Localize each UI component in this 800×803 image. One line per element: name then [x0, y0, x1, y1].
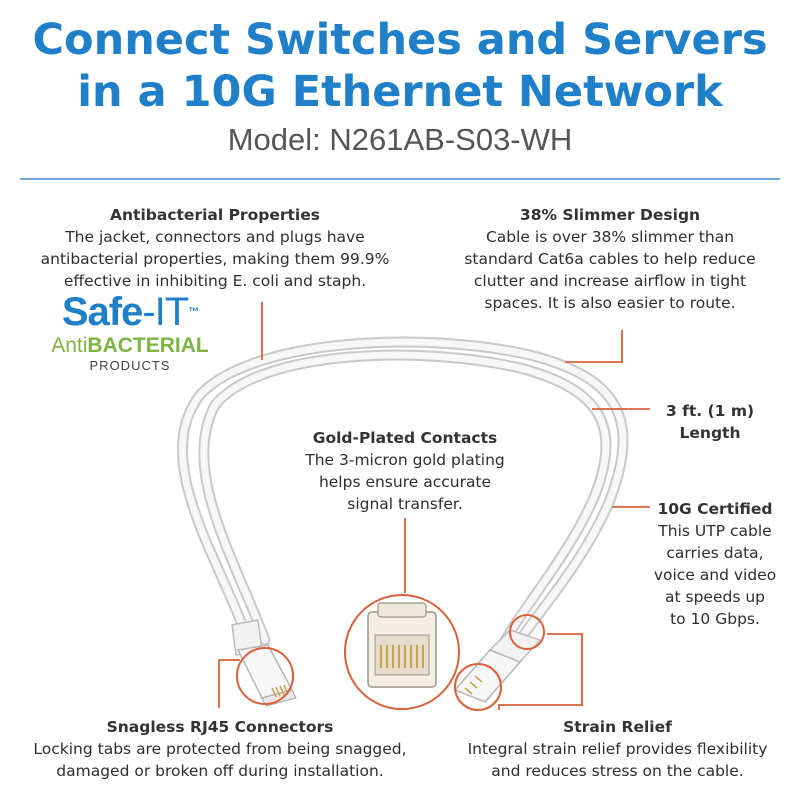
feature-antibacterial: Antibacterial Properties The jacket, con…	[20, 204, 410, 292]
length-label: Length	[679, 424, 741, 442]
snagless-heading: Snagless RJ45 Connectors	[106, 718, 334, 736]
antibacterial-line-2: antibacterial properties, making them 99…	[40, 250, 390, 268]
logo-antibacterial: AntiBACTERIAL	[40, 334, 220, 358]
logo-tm: ™	[188, 306, 199, 318]
certified-line-1: This UTP cable	[658, 522, 772, 540]
slimmer-line-3: clutter and increase airflow in tight	[473, 272, 747, 290]
snagless-circle	[236, 647, 294, 705]
certified-line-4: at speeds up	[665, 588, 765, 606]
certified-heading: 10G Certified	[657, 500, 773, 518]
logo-products: PRODUCTS	[89, 358, 171, 373]
callout-lines	[218, 302, 650, 710]
gold-contacts-detail	[344, 594, 460, 710]
slimmer-line-4: spaces. It is also easier to route.	[484, 294, 736, 312]
antibacterial-line-3: effective in inhibiting E. coli and stap…	[63, 272, 367, 290]
left-connector	[231, 619, 297, 707]
title-line-1: Connect Switches and Servers	[32, 15, 768, 65]
gold-heading: Gold-Plated Contacts	[312, 429, 498, 447]
antibacterial-heading: Antibacterial Properties	[110, 206, 320, 224]
logo-bacterial: BACTERIAL	[87, 334, 209, 357]
divider	[20, 178, 780, 180]
feature-10g-certified: 10G Certified This UTP cable carries dat…	[640, 498, 790, 630]
feature-strain-relief: Strain Relief Integral strain relief pro…	[445, 716, 790, 782]
safe-it-logo: Safe-IT™ AntiBACTERIAL PRODUCTS	[40, 290, 220, 373]
strain-line-1: Integral strain relief provides flexibil…	[467, 740, 768, 758]
certified-line-3: voice and video	[653, 566, 777, 584]
feature-snagless: Snagless RJ45 Connectors Locking tabs ar…	[10, 716, 430, 782]
gold-line-1: The 3-micron gold plating	[305, 451, 505, 469]
logo-safe: Safe	[61, 290, 143, 334]
slimmer-heading: 38% Slimmer Design	[519, 206, 701, 224]
strain-heading: Strain Relief	[563, 718, 672, 736]
logo-it: -IT	[142, 290, 189, 334]
title-line-2: in a 10G Ethernet Network	[77, 67, 723, 117]
length-value: 3 ft. (1 m)	[665, 402, 755, 420]
certified-line-2: carries data,	[666, 544, 764, 562]
logo-wordmark: Safe-IT™	[40, 290, 220, 334]
snagless-line-1: Locking tabs are protected from being sn…	[33, 740, 407, 758]
feature-slimmer: 38% Slimmer Design Cable is over 38% sli…	[440, 204, 780, 314]
gold-line-2: helps ensure accurate	[318, 473, 492, 491]
slimmer-line-2: standard Cat6a cables to help reduce	[464, 250, 756, 268]
cable	[177, 336, 629, 656]
certified-line-5: to 10 Gbps.	[670, 610, 760, 628]
gold-line-3: signal transfer.	[347, 495, 463, 513]
antibacterial-line-1: The jacket, connectors and plugs have	[65, 228, 365, 246]
logo-anti: Anti	[51, 334, 88, 357]
right-connector	[453, 629, 542, 703]
strain-circle-lower	[454, 663, 502, 711]
strain-circle-upper	[509, 614, 545, 650]
model-number: Model: N261AB-S03-WH	[227, 122, 573, 157]
feature-gold-contacts: Gold-Plated Contacts The 3-micron gold p…	[270, 427, 540, 515]
slimmer-line-1: Cable is over 38% slimmer than	[485, 228, 735, 246]
feature-length: 3 ft. (1 m) Length	[650, 400, 770, 444]
snagless-line-2: damaged or broken off during installatio…	[56, 762, 384, 780]
strain-line-2: and reduces stress on the cable.	[491, 762, 744, 780]
